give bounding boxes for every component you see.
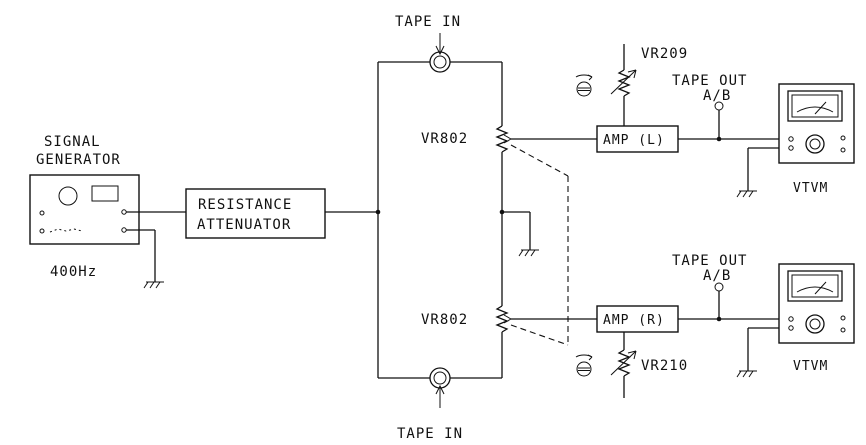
- potentiometer-icon: [495, 305, 512, 333]
- ab-top-label: A/B: [703, 88, 731, 104]
- signal-generator-label-line1: SIGNAL: [44, 134, 101, 150]
- tape-in-top-label: TAPE IN: [395, 14, 461, 30]
- vr802-top-label: VR802: [421, 131, 468, 147]
- vr209-label: VR209: [641, 46, 688, 62]
- tape-in-bottom-label: TAPE IN: [397, 426, 463, 442]
- amp-left-label: AMP (L): [603, 133, 665, 148]
- resistance-attenuator: [185, 188, 326, 239]
- vtvm-top: [778, 83, 855, 164]
- tape-out-top-label: TAPE OUT: [672, 73, 747, 89]
- potentiometer-icon: [610, 349, 637, 377]
- vtvm-bottom-label: VTVM: [793, 359, 828, 374]
- adjustment-screwdriver-icon: [575, 354, 593, 377]
- attenuator-label-line1: RESISTANCE: [198, 197, 292, 213]
- signal-generator: [29, 174, 140, 245]
- adjustment-screwdriver-icon: [575, 74, 593, 97]
- ground-icon: [736, 190, 758, 198]
- jack-icon: [429, 51, 451, 73]
- ground-icon: [736, 370, 758, 378]
- test-point-icon: [714, 282, 724, 292]
- signal-generator-label-line2: GENERATOR: [36, 152, 121, 168]
- tape-in-top-arrow-icon: [435, 33, 445, 56]
- amp-left: [596, 125, 679, 153]
- vtvm-bottom: [778, 263, 855, 344]
- vtvm-top-label: VTVM: [793, 181, 828, 196]
- potentiometer-icon: [495, 125, 512, 153]
- vr802-bottom-label: VR802: [421, 312, 468, 328]
- amp-right-label: AMP (R): [603, 313, 665, 328]
- attenuator-label-line2: ATTENUATOR: [197, 217, 291, 233]
- ground-icon: [143, 281, 165, 289]
- potentiometer-icon: [610, 69, 637, 97]
- main-loop-wiring: [377, 61, 503, 379]
- ganged-control-link: [510, 144, 569, 346]
- tape-in-bottom-arrow-icon: [435, 384, 445, 408]
- vr210-label: VR210: [641, 358, 688, 374]
- frequency-label: 400Hz: [50, 264, 97, 280]
- test-point-icon: [714, 101, 724, 111]
- tape-out-bottom-label: TAPE OUT: [672, 253, 747, 269]
- ab-bottom-label: A/B: [703, 268, 731, 284]
- ground-icon: [518, 249, 540, 257]
